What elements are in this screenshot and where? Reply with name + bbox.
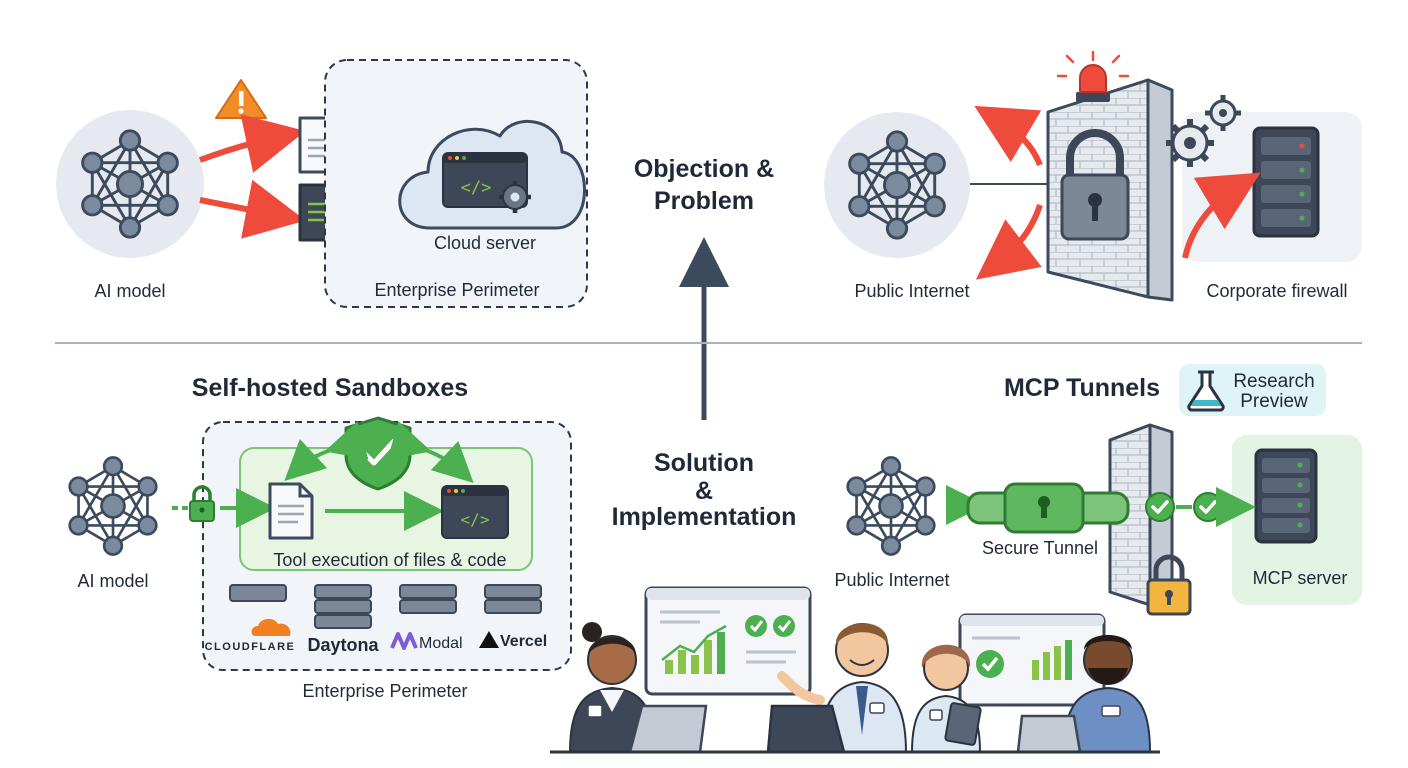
gold-padlock-icon <box>1146 554 1192 616</box>
dashboard-screen-right <box>958 613 1106 707</box>
laptop-left <box>628 704 708 754</box>
svg-text:</>: </> <box>461 178 492 198</box>
blocked-arrow-3 <box>1182 172 1261 259</box>
laptop-right <box>1016 714 1082 754</box>
leak-arrow-1 <box>198 114 306 173</box>
sandbox-servers <box>229 584 542 629</box>
problem-left-group: AI model </> <box>56 59 588 308</box>
provider-daytona: Daytona <box>307 635 379 655</box>
problem-right-group: Public Internet <box>824 50 1362 302</box>
sandbox-ai-model-label: AI model <box>77 571 148 591</box>
gear-icon <box>499 181 531 213</box>
solution-title-line2: & <box>695 477 713 505</box>
sandboxes-title: Self-hosted Sandboxes <box>192 374 468 402</box>
team-illustration <box>550 586 1160 754</box>
sandbox-perimeter-label: Enterprise Perimeter <box>302 681 467 701</box>
gear-icon-small <box>1205 95 1241 131</box>
leak-arrow-2 <box>199 179 306 239</box>
badge-line2: Preview <box>1240 391 1308 412</box>
sandboxes-group: Self-hosted Sandboxes AI model </> <box>68 374 572 701</box>
flask-icon <box>1187 370 1225 412</box>
problem-title-line2: Problem <box>654 187 754 215</box>
alarm-siren-icon <box>1056 50 1130 102</box>
warning-icon <box>215 79 267 119</box>
solution-title-line1: Solution <box>654 449 754 477</box>
secure-tunnel-label: Secure Tunnel <box>982 538 1098 558</box>
padlock-icon <box>1060 129 1130 241</box>
provider-cloudflare: CLOUDFLARE <box>205 641 296 653</box>
person-woman-right <box>910 644 982 753</box>
small-lock-icon <box>189 485 215 522</box>
ai-model-label: AI model <box>94 281 165 301</box>
shield-arrow-right <box>387 421 474 483</box>
sandbox-ai-model-icon <box>68 456 158 556</box>
corporate-server-icon <box>1252 126 1320 238</box>
tunnels-group: MCP Tunnels Research Preview Public Inte… <box>834 364 1362 616</box>
blocked-arrow-2 <box>975 204 1043 280</box>
modal-logo: Modal <box>390 632 463 652</box>
badge-line1: Research <box>1233 371 1314 392</box>
solution-title-line3: Implementation <box>612 503 797 531</box>
tunnels-title: MCP Tunnels <box>1004 374 1160 402</box>
tunnel-public-internet-icon <box>846 456 936 556</box>
check-circle-icon-2 <box>1193 492 1223 522</box>
center-group: Objection & Problem Solution & Implement… <box>612 155 797 531</box>
cloudflare-logo: CLOUDFLARE <box>205 618 296 653</box>
check-mark-2 <box>1199 500 1217 514</box>
svg-text:</>: </> <box>461 510 490 529</box>
tunnel-public-internet-label: Public Internet <box>834 570 949 590</box>
problem-title-line1: Objection & <box>634 155 774 183</box>
mcp-server-label: MCP server <box>1253 568 1348 588</box>
vercel-logo: Vercel <box>479 631 547 650</box>
code-window-icon: </> <box>441 485 509 539</box>
dashboard-screen-left <box>644 586 812 696</box>
mcp-server-icon <box>1254 448 1318 544</box>
gear-icon-large <box>1166 119 1214 167</box>
corporate-firewall-label: Corporate firewall <box>1206 281 1347 301</box>
cloud-server-icon: </> <box>398 120 586 230</box>
check-mark <box>1151 500 1169 514</box>
tool-execution-label: Tool execution of files & code <box>273 550 506 570</box>
check-circle-icon <box>1145 492 1175 522</box>
enterprise-perimeter-label: Enterprise Perimeter <box>374 280 539 300</box>
person-man-right <box>1062 635 1152 753</box>
provider-vercel: Vercel <box>500 633 547 650</box>
laptop-center <box>766 704 846 754</box>
blocked-arrow-1 <box>974 105 1043 167</box>
provider-modal: Modal <box>419 635 463 652</box>
shield-arrow-left <box>284 421 369 481</box>
public-internet-label: Public Internet <box>854 281 969 301</box>
sandbox-document-icon <box>268 482 314 540</box>
cloud-server-label: Cloud server <box>434 233 536 253</box>
secure-tunnel-pipe <box>946 482 1130 534</box>
shield-check-icon <box>344 416 412 491</box>
